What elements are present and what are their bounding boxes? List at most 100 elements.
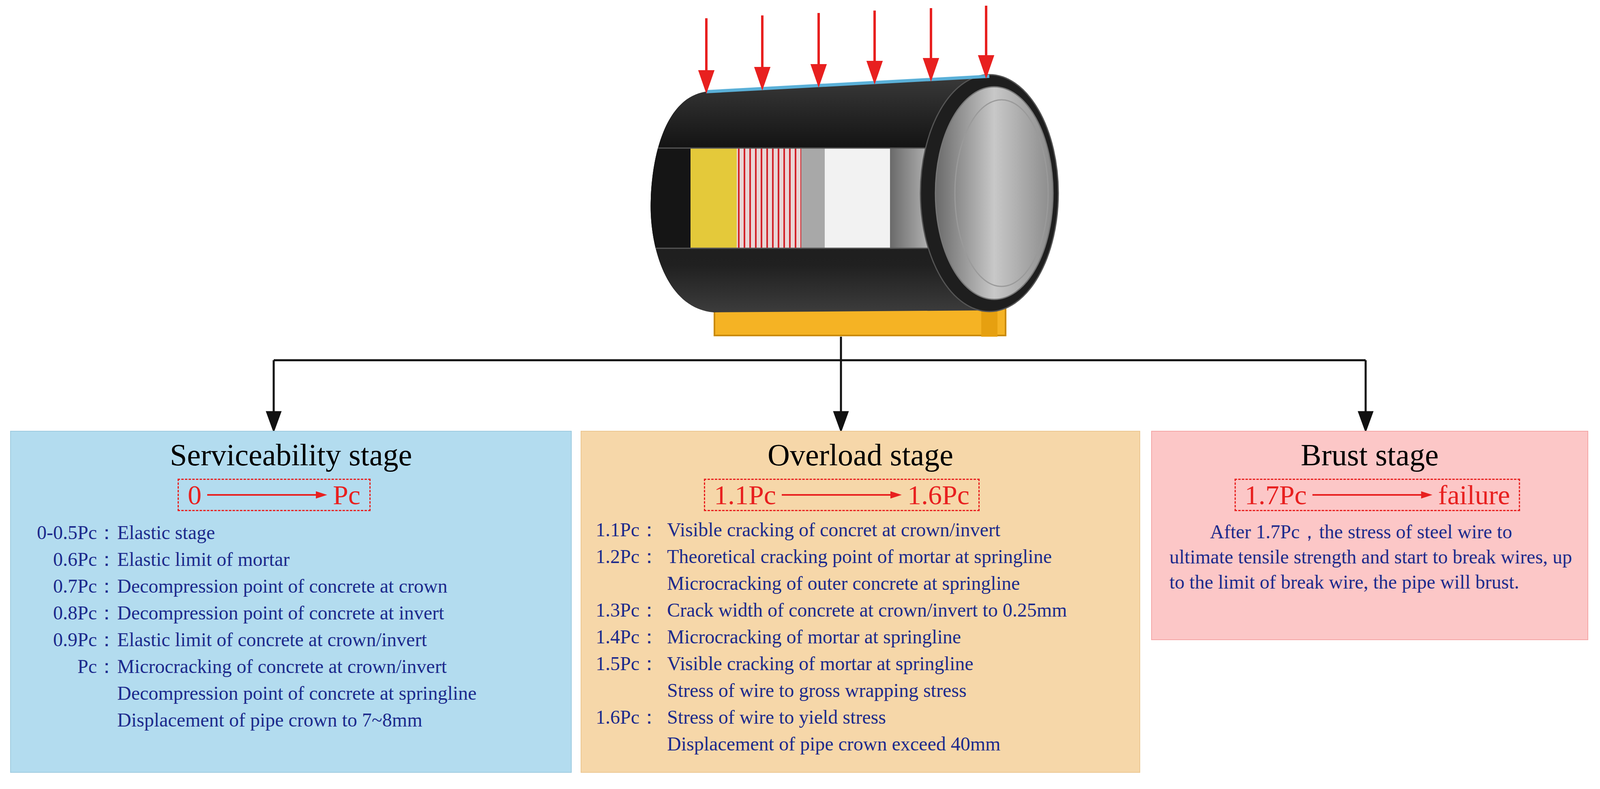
load-level: 1.4Pc：	[589, 623, 659, 650]
load-level-blank	[589, 676, 659, 704]
arrow-line	[207, 493, 319, 496]
stage-description: Visible cracking of mortar at springline	[667, 649, 1132, 677]
range-text: Pc	[332, 478, 361, 511]
arrow-head	[834, 411, 848, 430]
item-row: 1.3Pc： Crack width of concrete at crown/i…	[581, 596, 1140, 624]
stage-description: Elastic limit of mortar	[117, 545, 563, 573]
stage-description: Microcracking of outer concrete at sprin…	[667, 569, 1132, 597]
stage-description: Decompression point of concrete at crown	[117, 572, 563, 600]
load-arrow	[873, 10, 876, 64]
item-row: Displacement of pipe crown to 7~8mm	[10, 706, 571, 734]
stage-box: Serviceability stage 0-0.5Pc：Elastic stag…	[10, 430, 572, 773]
arrow-head	[890, 491, 902, 499]
load-arrow	[984, 5, 988, 58]
stage-description: Elastic limit of concrete at crown/inver…	[117, 626, 563, 653]
outer-concrete	[801, 147, 826, 249]
stage-box: Brust stageAfter 1.7Pc，the stress of ste…	[1151, 430, 1589, 640]
arrow-head	[1359, 411, 1373, 430]
item-row: 0.8Pc：Decompression point of concrete at…	[10, 599, 571, 627]
item-row: 0.9Pc：Elastic limit of concrete at crown…	[10, 626, 571, 653]
load-level: Pc：	[19, 652, 117, 680]
arrow-head	[812, 65, 826, 84]
stage-description: Visible cracking of concret at crown/inv…	[667, 516, 1132, 543]
range-arrow	[206, 488, 329, 501]
mortar-layer	[690, 147, 738, 249]
pipe-end	[920, 74, 1059, 312]
item-row: 1.6Pc：Stress of wire to yield stress	[581, 703, 1140, 731]
load-arrow	[761, 15, 764, 70]
item-row: 1.4Pc： Microcracking of mortar at springl…	[581, 623, 1140, 650]
arrow-head	[1421, 491, 1433, 499]
load-arrow	[817, 12, 820, 67]
item-row: Microcracking of outer concrete at sprin…	[581, 569, 1140, 597]
range-box: 0 Pc	[177, 478, 371, 511]
load-level: 0.7Pc：	[19, 572, 117, 600]
load-arrow	[705, 18, 708, 73]
stage-box: Overload stage 1.1Pc： Visible cracking of …	[580, 430, 1141, 773]
item-row: 1.2Pc： Theoretical cracking point of mort…	[581, 542, 1140, 570]
load-level: 0.9Pc：	[19, 626, 117, 653]
arrow-head	[267, 411, 281, 430]
item-row: 1.1Pc： Visible cracking of concret at cro…	[581, 516, 1140, 543]
load-level: 1.3Pc：	[589, 596, 659, 624]
arrow-line	[781, 493, 893, 496]
stage-title: Serviceability stage	[10, 437, 571, 473]
item-row: 0.6Pc：Elastic limit of mortar	[10, 545, 571, 573]
stage-description: Theoretical cracking point of mortar at …	[667, 542, 1132, 570]
branch-line	[1364, 360, 1367, 414]
stage-description: Decompression point of concrete at sprin…	[117, 679, 563, 707]
load-arrows	[699, 5, 993, 91]
item-row: Displacement of pipe crown exceed 40mm	[581, 730, 1140, 758]
item-row: Stress of wire to gross wrapping stress	[581, 676, 1140, 704]
branch-lines	[267, 336, 1373, 430]
stage-description: Displacement of pipe crown to 7~8mm	[117, 706, 563, 734]
stage-description: Crack width of concrete at crown/invert …	[667, 596, 1132, 624]
stage-description: After 1.7Pc，the stress of steel wire to …	[1169, 519, 1575, 595]
load-strip	[706, 76, 990, 92]
load-level: 1.5Pc：	[589, 649, 659, 677]
range-box: 1.7Pcfailure	[1234, 478, 1521, 511]
stage-description: Stress of wire to gross wrapping stress	[667, 676, 1132, 704]
load-arrow	[929, 8, 933, 61]
item-row: Pc：Microcracking of concrete at crown/in…	[10, 652, 571, 680]
load-level: 1.2Pc：	[589, 542, 659, 570]
arrow-line	[1312, 493, 1424, 496]
range-text: 1.6Pc	[907, 478, 970, 511]
stage-description: Stress of wire to yield stress	[667, 703, 1132, 731]
outer-coating	[648, 147, 692, 249]
steel-cylinder	[824, 147, 891, 249]
item-row: 0-0.5Pc：Elastic stage	[10, 519, 571, 546]
range-arrow	[1311, 488, 1434, 501]
load-level: 0.6Pc：	[19, 545, 117, 573]
load-level: 0.8Pc：	[19, 599, 117, 627]
arrow-head	[699, 71, 713, 91]
range-text: 1.1Pc	[714, 478, 777, 511]
bore-ring	[954, 99, 1049, 287]
item-row: Decompression point of concrete at sprin…	[10, 679, 571, 707]
arrow-head	[924, 59, 938, 78]
stage-description: Displacement of pipe crown exceed 40mm	[667, 730, 1132, 758]
range-text: 0	[187, 478, 202, 511]
load-level-blank	[589, 569, 659, 597]
arrow-head	[315, 491, 328, 499]
pipe-bore	[935, 86, 1054, 300]
branch-line	[273, 359, 1366, 362]
stage-description: Elastic stage	[117, 519, 563, 546]
arrow-head	[755, 68, 769, 87]
range-box: 1.1Pc 1.6Pc	[703, 478, 980, 511]
stage-title: Overload stage	[581, 437, 1140, 473]
stage-description: Decompression point of concrete at inver…	[117, 599, 563, 627]
load-level-blank	[19, 679, 117, 707]
range-text: 1.7Pc	[1244, 478, 1307, 511]
load-level: 0-0.5Pc：	[19, 519, 117, 546]
arrow-head	[868, 62, 882, 81]
load-level-blank	[19, 706, 117, 734]
load-level: 1.1Pc：	[589, 516, 659, 543]
item-row: 0.7Pc：Decompression point of concrete at…	[10, 572, 571, 600]
support-edge	[981, 308, 998, 337]
load-level-blank	[589, 730, 659, 758]
stage-description: Microcracking of mortar at springline	[667, 623, 1132, 650]
stage-description: Microcracking of concrete at crown/inver…	[117, 652, 563, 680]
range-arrow	[780, 488, 903, 501]
item-row: 1.5Pc： Visible cracking of mortar at spri…	[581, 649, 1140, 677]
